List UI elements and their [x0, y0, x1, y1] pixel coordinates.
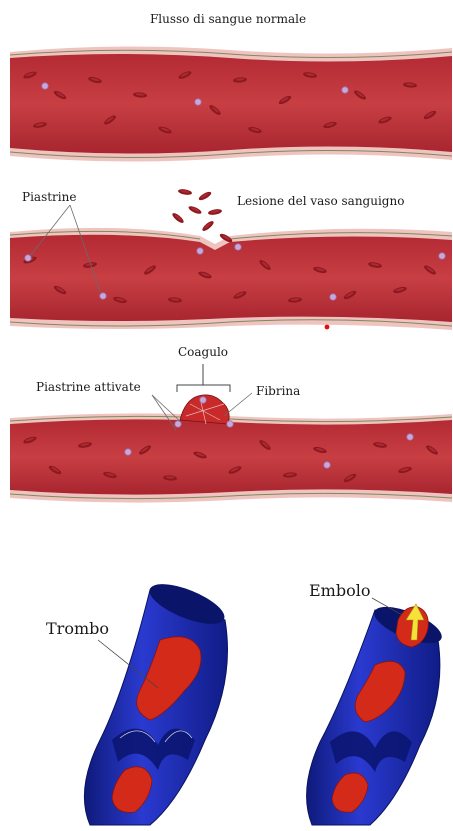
platelet: [235, 244, 241, 250]
vessel-injured: [10, 188, 452, 330]
platelet: [439, 253, 445, 259]
platelet: [330, 294, 336, 300]
platelet: [342, 87, 348, 93]
vein-thrombus: [84, 576, 229, 825]
platelet: [324, 462, 330, 468]
fibrin-label: Fibrina: [256, 384, 300, 398]
vessel-injury-panel: Piastrine Lesione del vaso sanguigno: [10, 188, 452, 330]
platelet: [407, 434, 413, 440]
activated-platelets-label: Piastrine attivate: [36, 380, 141, 394]
embolus-label: Embolo: [309, 581, 370, 600]
clot-panel: Coagulo Piastrine attivate Fibrina: [10, 345, 452, 503]
thrombus-embolus-panel: Trombo Embolo: [46, 576, 446, 825]
normal-flow-label: Flusso di sangue normale: [150, 12, 306, 26]
platelets-label: Piastrine: [22, 190, 76, 204]
platelet: [197, 248, 203, 254]
clot-label: Coagulo: [178, 345, 228, 359]
thrombus-label: Trombo: [46, 619, 109, 638]
vessel-injury-label: Lesione del vaso sanguigno: [237, 194, 404, 208]
platelet: [195, 99, 201, 105]
vessel-normal: [10, 46, 452, 161]
platelet: [42, 83, 48, 89]
platelet: [125, 449, 131, 455]
clot-bracket: [177, 364, 230, 392]
red-dot: [325, 325, 330, 330]
normal-flow-panel: Flusso di sangue normale: [10, 12, 452, 162]
